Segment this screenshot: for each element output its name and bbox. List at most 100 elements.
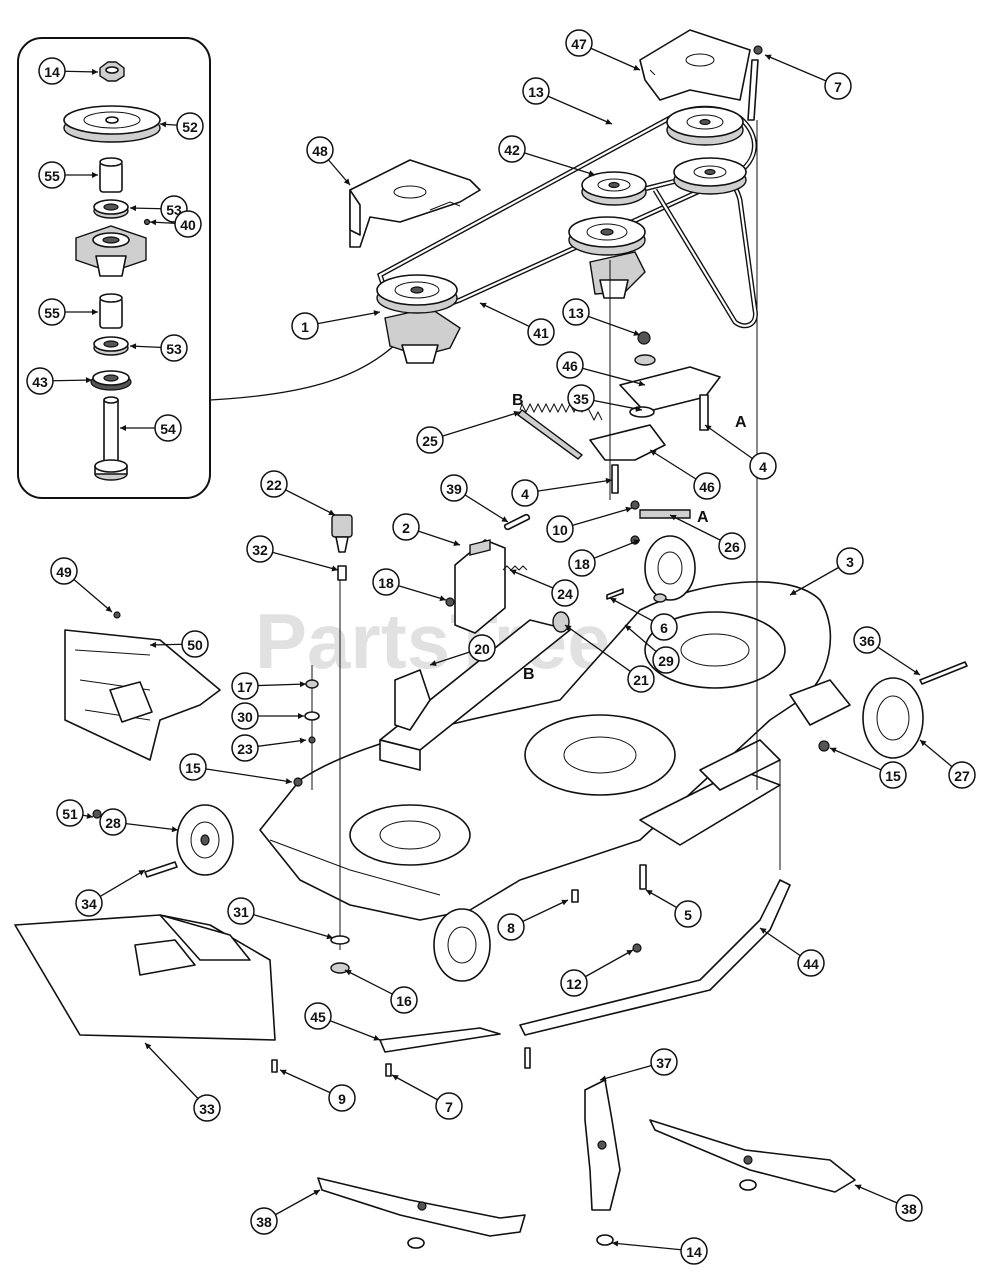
part-callout-3: 3 bbox=[836, 547, 864, 575]
callout-circle bbox=[227, 897, 255, 925]
spindle-assembly-1 bbox=[376, 274, 461, 364]
callout-circle bbox=[556, 351, 584, 379]
callout-arrowhead bbox=[612, 1240, 619, 1247]
part-callout-22: 22 bbox=[260, 470, 288, 498]
callout-circle bbox=[680, 1237, 708, 1265]
callout-number: 24 bbox=[557, 586, 573, 602]
callout-number: 45 bbox=[310, 1009, 326, 1025]
callout-arrowhead bbox=[480, 302, 487, 309]
callout-circle bbox=[511, 479, 539, 507]
inset-connector-line bbox=[209, 339, 401, 401]
callout-number: 26 bbox=[724, 539, 740, 555]
callout-arrowhead bbox=[299, 681, 306, 688]
part-callout-28: 28 bbox=[99, 808, 127, 836]
part-callout-39: 39 bbox=[440, 474, 468, 502]
callout-number: 23 bbox=[237, 741, 253, 757]
callout-arrowhead bbox=[328, 509, 335, 515]
callout-number: 35 bbox=[573, 391, 589, 407]
callout-circle bbox=[797, 949, 825, 977]
callout-arrowhead bbox=[373, 1035, 380, 1041]
callout-leader-line bbox=[240, 910, 334, 939]
callout-circle bbox=[527, 318, 555, 346]
callout-number: 47 bbox=[571, 36, 587, 52]
spring-26 bbox=[630, 500, 691, 519]
callout-number: 8 bbox=[507, 920, 515, 936]
callout-arrowhead bbox=[430, 660, 437, 666]
callout-arrowhead bbox=[633, 64, 640, 71]
callout-number: 21 bbox=[633, 672, 649, 688]
callout-number: 4 bbox=[521, 486, 529, 502]
part-callout-9: 9 bbox=[328, 1084, 356, 1112]
part-callout-29: 29 bbox=[652, 646, 680, 674]
part-callout-30: 30 bbox=[231, 702, 259, 730]
callout-circle bbox=[50, 557, 78, 585]
callout-arrowhead bbox=[625, 625, 632, 632]
callout-arrowhead bbox=[392, 1075, 399, 1081]
callout-arrowhead bbox=[345, 970, 352, 976]
callout-circle bbox=[56, 799, 84, 827]
callout-arrowhead bbox=[605, 118, 612, 125]
callout-arrowhead bbox=[91, 68, 98, 75]
callout-arrowhead bbox=[171, 826, 178, 833]
callout-circle bbox=[522, 77, 550, 105]
callout-circle bbox=[674, 900, 702, 928]
part-callout-23: 23 bbox=[231, 734, 259, 762]
part-callout-7: 7 bbox=[824, 72, 852, 100]
part-callout-35: 35 bbox=[567, 384, 595, 412]
marker-b-lower: B bbox=[523, 666, 535, 683]
callout-number: 38 bbox=[901, 1201, 917, 1217]
callout-circle bbox=[627, 665, 655, 693]
callout-number: 53 bbox=[166, 202, 182, 218]
callout-circle bbox=[468, 634, 496, 662]
callout-arrowhead bbox=[138, 870, 145, 876]
callout-circle bbox=[160, 334, 188, 362]
callout-arrowhead bbox=[513, 410, 520, 417]
callout-arrowhead bbox=[120, 425, 126, 431]
part-callout-21: 21 bbox=[627, 665, 655, 693]
callout-number: 16 bbox=[396, 993, 412, 1009]
callout-circle bbox=[879, 761, 907, 789]
part-callout-49: 49 bbox=[50, 557, 78, 585]
callout-circle bbox=[291, 312, 319, 340]
callout-circle bbox=[250, 1207, 278, 1235]
part-callout-44: 44 bbox=[797, 949, 825, 977]
part-callout-14: 14 bbox=[38, 57, 66, 85]
callout-circle bbox=[440, 474, 468, 502]
callout-arrowhead bbox=[501, 516, 508, 522]
callout-number: 54 bbox=[160, 421, 176, 437]
callout-arrowhead bbox=[561, 899, 568, 906]
callout-arrowhead bbox=[331, 565, 338, 572]
part-callout-46: 46 bbox=[693, 472, 721, 500]
wheel-rear bbox=[644, 535, 696, 601]
callout-number: 48 bbox=[312, 143, 328, 159]
callout-circle bbox=[231, 672, 259, 700]
callout-arrowhead bbox=[343, 178, 350, 185]
callout-number: 13 bbox=[568, 305, 584, 321]
callout-arrowhead bbox=[92, 172, 98, 178]
callout-number: 18 bbox=[574, 556, 590, 572]
callout-number: 15 bbox=[185, 760, 201, 776]
callout-circle bbox=[154, 414, 182, 442]
pin-39 bbox=[503, 513, 531, 531]
part-callout-12: 12 bbox=[560, 969, 588, 997]
callout-number: 33 bbox=[199, 1101, 215, 1117]
blade-38-right bbox=[649, 1119, 856, 1193]
part-callout-31: 31 bbox=[227, 897, 255, 925]
belt-cover-48 bbox=[349, 159, 481, 248]
blade-37-center bbox=[584, 1079, 621, 1246]
callout-circle bbox=[718, 532, 746, 560]
callout-number: 37 bbox=[656, 1055, 672, 1071]
bracket-20 bbox=[379, 619, 571, 771]
callout-number: 38 bbox=[256, 1214, 272, 1230]
callout-circle bbox=[181, 630, 209, 658]
callout-number: 13 bbox=[528, 84, 544, 100]
callout-circle bbox=[853, 626, 881, 654]
callout-leader-line bbox=[524, 479, 613, 494]
callout-number: 10 bbox=[552, 522, 568, 538]
adjust-knob-22 bbox=[331, 514, 353, 581]
part-callout-14: 14 bbox=[680, 1237, 708, 1265]
callout-circle bbox=[38, 298, 66, 326]
callout-circle bbox=[26, 367, 54, 395]
callout-arrowhead bbox=[130, 205, 137, 212]
